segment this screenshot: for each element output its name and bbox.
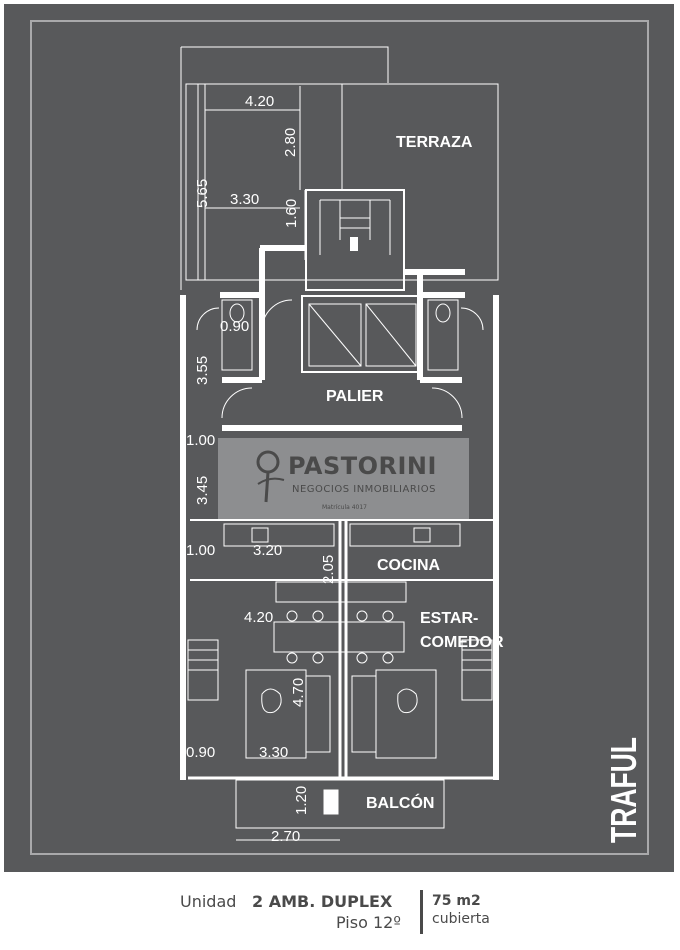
unit-prefix: Unidad: [180, 892, 237, 911]
terrace-outline: [180, 46, 499, 290]
dimension-label: 4.20: [244, 609, 273, 626]
dimension-label: 3.45: [194, 476, 211, 505]
unit-type: 2 AMB. DUPLEX: [252, 892, 393, 911]
dimension-label: 4.70: [290, 678, 307, 707]
room-label-palier: PALIER: [326, 388, 384, 405]
living-furniture: [187, 610, 493, 759]
floor-plan-drawing: TERRAZA PALIER COCINA ESTAR- COMEDOR BAL…: [30, 20, 649, 855]
dimension-label: 5.65: [194, 179, 211, 208]
dimension-label: 4.20: [245, 93, 274, 110]
floor-label: Piso 12º: [336, 913, 401, 932]
dimension-lines: [205, 86, 306, 260]
dimension-label: 1.00: [186, 432, 215, 449]
footer: Unidad 2 AMB. DUPLEX Piso 12º 75 m2 cubi…: [0, 876, 680, 950]
logo-figure-icon: [256, 450, 285, 503]
watermark-logo: PASTORINI NEGOCIOS INMOBILIARIOS Matrícu…: [218, 438, 469, 519]
room-label-estar: ESTAR-: [420, 610, 478, 627]
logo-name: PASTORINI: [288, 452, 437, 480]
dimension-label: 3.20: [253, 542, 282, 559]
room-label-cocina: COCINA: [377, 557, 441, 574]
kitchen-counters: [190, 519, 494, 780]
room-label-balcon: BALCÓN: [366, 793, 434, 812]
dimension-label: 3.55: [194, 356, 211, 385]
dimension-label: 0.90: [186, 744, 215, 761]
footer-divider: [420, 890, 423, 934]
area-value: 75 m2: [432, 893, 481, 909]
room-label-comedor: COMEDOR: [420, 634, 504, 651]
dimension-label: 2.70: [271, 828, 300, 845]
dimension-label: 3.30: [259, 744, 288, 761]
dimension-label: 3.30: [230, 191, 259, 208]
core-walls: [180, 245, 499, 780]
dimension-label: 2.80: [282, 128, 299, 157]
dimension-label: 1.60: [283, 199, 300, 228]
dimension-label: 2.05: [320, 555, 337, 584]
area-note: cubierta: [432, 911, 490, 927]
building-name-text: TRAFUL: [603, 737, 644, 843]
elevators: [301, 295, 421, 373]
balcony: [188, 776, 494, 841]
building-name: TRAFUL: [603, 737, 644, 843]
dimension-label: 1.00: [186, 542, 215, 559]
floor-plan-panel: TERRAZA PALIER COCINA ESTAR- COMEDOR BAL…: [4, 4, 674, 872]
inner-frame: [30, 20, 649, 855]
room-label-terraza: TERRAZA: [396, 134, 473, 151]
bathroom-fixtures: [196, 299, 484, 419]
logo-license: Matrícula 4017: [322, 504, 367, 511]
logo-subtitle: NEGOCIOS INMOBILIARIOS: [292, 484, 436, 495]
stair-core: [305, 189, 405, 291]
dimension-label: 1.20: [293, 786, 310, 815]
dimension-label: 0.90: [220, 318, 249, 335]
